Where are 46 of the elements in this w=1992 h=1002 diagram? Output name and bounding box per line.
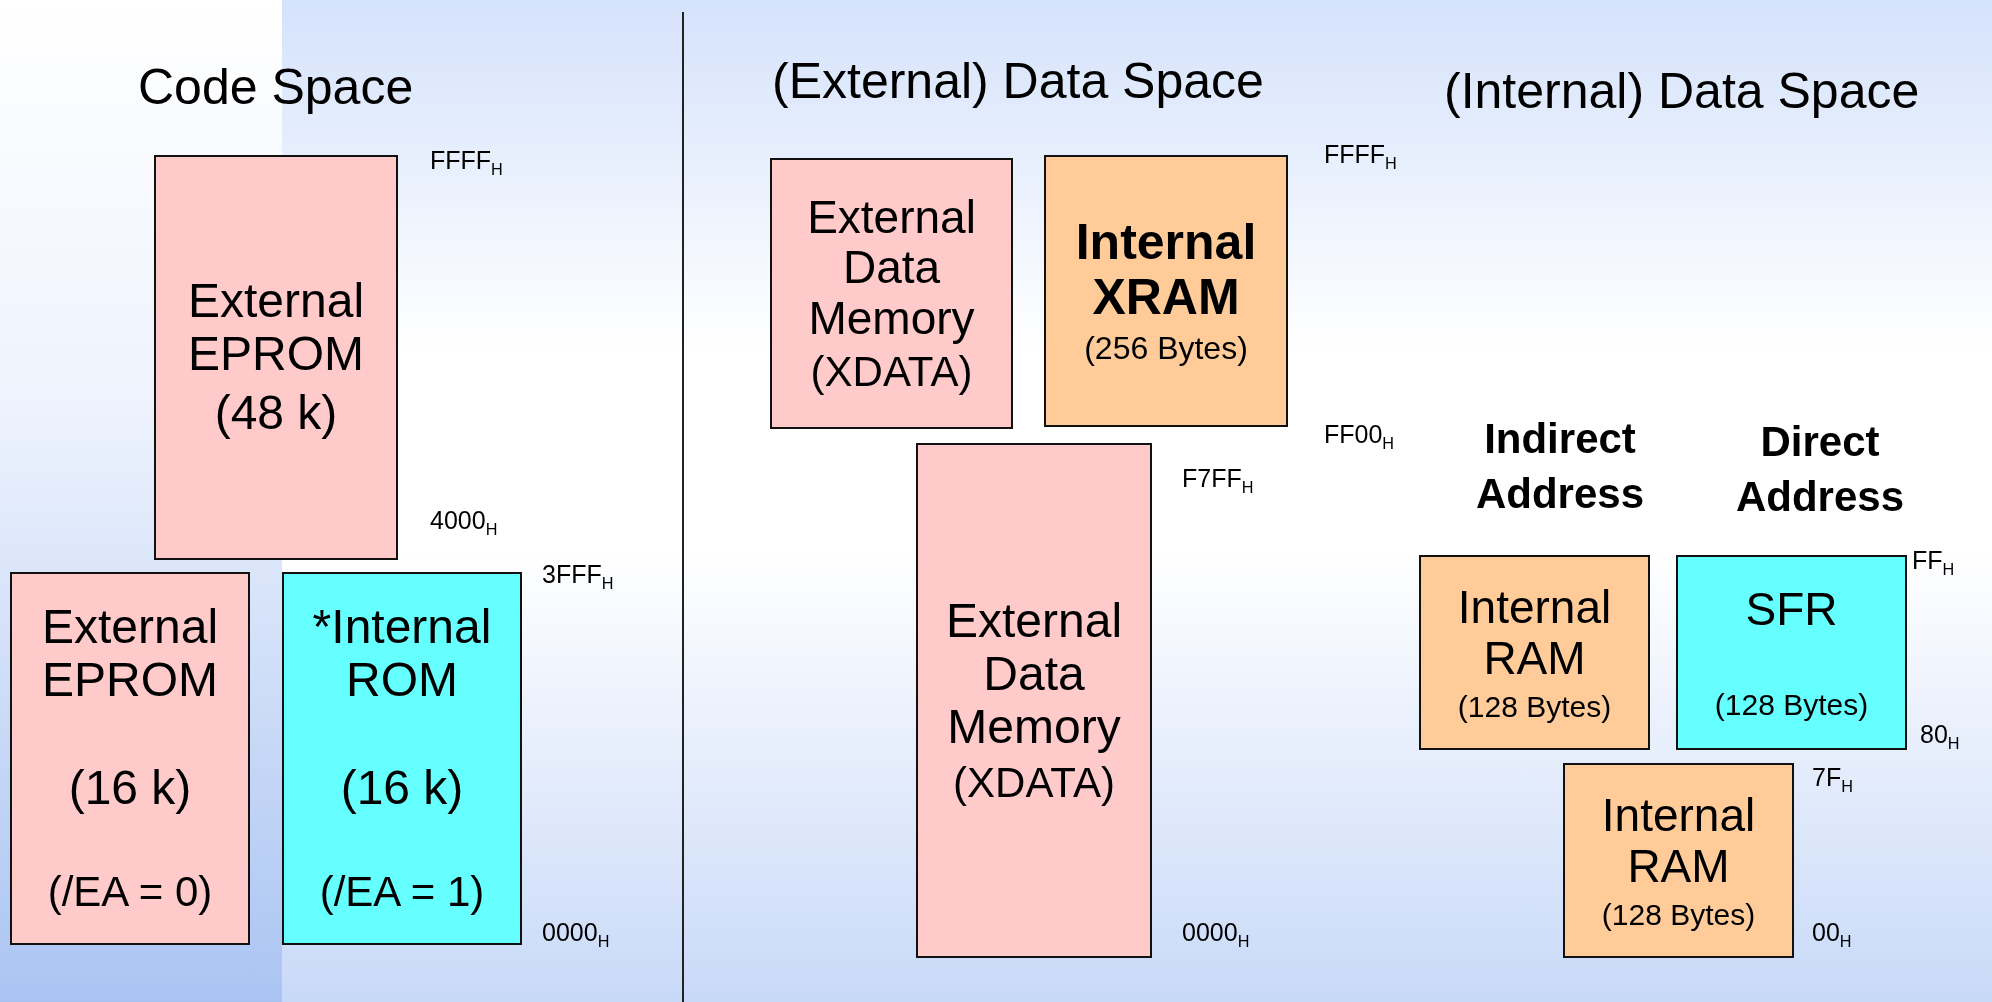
address-label: FF$_{H}$ bbox=[1912, 546, 1955, 579]
address-label: 00$_{H}$ bbox=[1812, 918, 1852, 951]
address-label: 80$_{H}$ bbox=[1920, 720, 1960, 753]
block-detail: (128 Bytes) bbox=[1600, 897, 1757, 931]
block-title: Internal XRAM bbox=[1074, 215, 1258, 326]
block-detail: (/EA = 0) bbox=[46, 869, 214, 916]
memory-block bbox=[770, 158, 1013, 429]
memory-block bbox=[10, 572, 250, 945]
memory-block bbox=[1676, 555, 1907, 750]
block-title: External Data Memory bbox=[806, 191, 977, 344]
block-title: SFR bbox=[1744, 583, 1839, 635]
section-heading: (External) Data Space bbox=[772, 52, 1264, 110]
block-title: Internal RAM bbox=[1600, 790, 1757, 892]
address-label: F7FF$_{H}$ bbox=[1182, 464, 1254, 497]
address-label: FF00$_{H}$ bbox=[1324, 420, 1395, 453]
column-heading: Direct Address bbox=[1734, 417, 1906, 522]
memory-block bbox=[154, 155, 398, 560]
block-detail: (XDATA) bbox=[952, 759, 1116, 806]
section-heading: Code Space bbox=[138, 58, 414, 116]
memory-block bbox=[282, 572, 522, 945]
block-detail: (256 Bytes) bbox=[1083, 331, 1249, 367]
block-detail: (48 k) bbox=[213, 386, 339, 440]
memory-block bbox=[1044, 155, 1288, 427]
block-detail: (/EA = 1) bbox=[318, 869, 486, 916]
block-detail: (16 k) bbox=[339, 761, 465, 815]
block-detail: (16 k) bbox=[67, 761, 193, 815]
block-title: External EPROM bbox=[40, 601, 220, 707]
block-detail: (128 Bytes) bbox=[1713, 688, 1870, 722]
memory-block bbox=[1419, 555, 1650, 750]
block-detail: (XDATA) bbox=[809, 349, 974, 396]
memory-block bbox=[1563, 763, 1794, 958]
memory-block bbox=[916, 443, 1152, 958]
block-title: External EPROM bbox=[186, 275, 366, 381]
address-label: 7F$_{H}$ bbox=[1812, 763, 1853, 796]
address-label: FFFF$_{H}$ bbox=[1324, 140, 1397, 173]
section-heading: (Internal) Data Space bbox=[1444, 62, 1920, 120]
address-label: 0000$_{H}$ bbox=[1182, 918, 1250, 951]
address-label: FFFF$_{H}$ bbox=[430, 146, 503, 179]
block-detail: (128 Bytes) bbox=[1456, 689, 1613, 723]
address-label: 3FFF$_{H}$ bbox=[542, 560, 614, 593]
block-title: *Internal ROM bbox=[311, 601, 493, 707]
address-label: 4000$_{H}$ bbox=[430, 506, 498, 539]
address-label: 0000$_{H}$ bbox=[542, 918, 610, 951]
block-title: Internal RAM bbox=[1456, 582, 1613, 684]
block-title: External Data Memory bbox=[944, 595, 1124, 754]
column-heading: Indirect Address bbox=[1474, 414, 1646, 519]
